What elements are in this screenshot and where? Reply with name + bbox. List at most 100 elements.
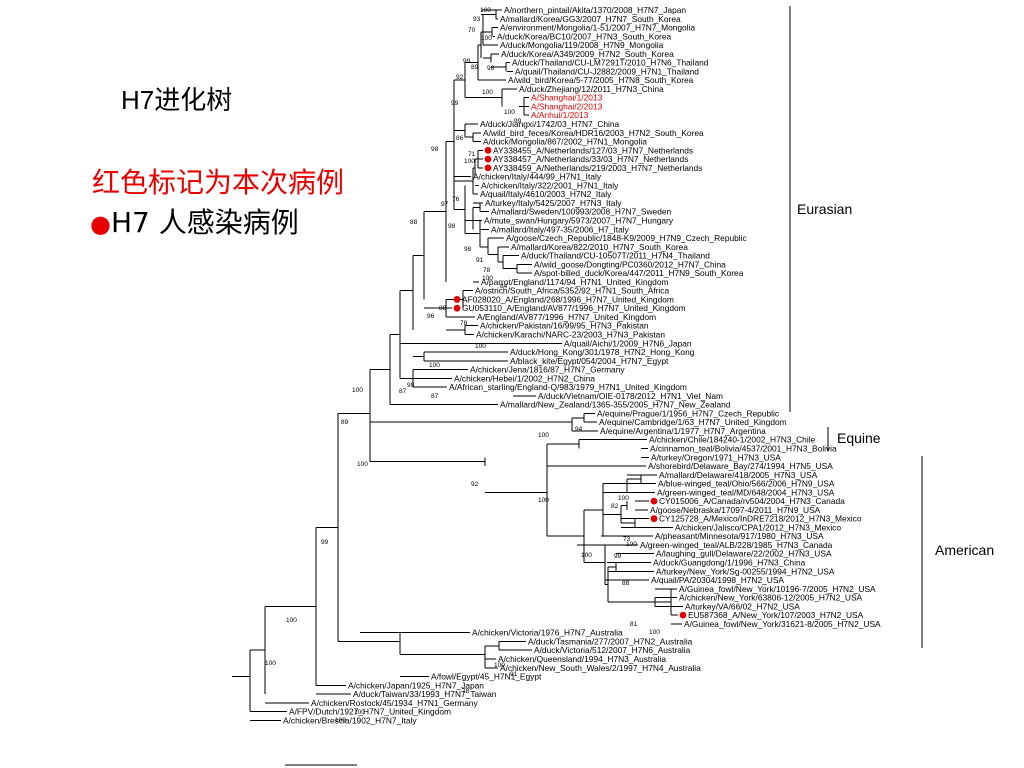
leaf-label: A/Guinea_fowl/New_York/10196-7/2005_H7N2… [679,584,876,594]
leaf-label: A/chicken/Karachi/NARC-23/2003_H7N3_Paki… [476,329,665,339]
leaf-label: A/parrot/England/1174/94_H7N1_United_Kin… [481,277,669,287]
legend-h7-label: H7 人感染病例 [110,206,299,239]
bootstrap-value: 99 [514,118,522,125]
leaf-label: A/cinnamon_teal/Bolivia/4537/2001_H7N3_B… [650,444,837,454]
bootstrap-value: 99 [407,382,415,389]
bootstrap-value: 100 [649,629,660,636]
bootstrap-value: 97 [441,201,449,208]
leaf-label: A/chicken/Queensland/1994_H7N3_Australia [498,654,666,664]
leaf-label: A/equine/Prague/1/1956_H7N7_Czech_Republ… [597,408,779,418]
bootstrap-value: 100 [286,617,297,624]
bootstrap-value: 100 [475,343,486,350]
leaf-label: A/wild_bird/Korea/5-77/2005_H7N8_South_K… [508,75,694,85]
leaf-label: A/northern_pintail/Akita/1370/2008_H7N7_… [504,5,686,15]
bootstrap-value: 91 [476,257,484,264]
bootstrap-value: 81 [630,621,638,628]
leaf-label: A/duck/Taiwan/33/1993_H7N7_Taiwan [353,689,497,699]
leaf-label: AY338457_A/Netherlands/33/03_H7N7_Nether… [493,154,688,164]
leaf-label: A/mallard/Sweden/100993/2008_H7N7_Sweden [491,207,672,217]
leaf-label: A/chicken/Italy/322/2001_H7N1_Italy [481,180,619,190]
leaf-label: A/duck/Jiangxi/1742/03_H7N7_China [480,119,620,129]
bootstrap-value: 93 [473,16,481,23]
bootstrap-value: 87 [431,393,439,400]
bootstrap-value: 100 [480,7,491,14]
clade-label: Equine [837,430,881,446]
leaf-label: A/shorebird/Delaware_Bay/274/1994_H7N5_U… [648,461,833,471]
leaf-label: A/chicken/New_South_Wales/2/1997_H7N4_Au… [500,663,701,673]
bootstrap-value: 99 [321,539,329,546]
legend-red-note: 红色标记为本次病例 [92,166,345,199]
leaf-label: A/environment/Mongolia/1-51/2007_H7N7_Mo… [500,23,695,33]
leaf-label: A/turkey/Oregon/1971_H7N3_USA [651,452,781,462]
leaf-label: A/duck/Tasmania/277/2007_H7N2_Australia [528,636,693,646]
human-case-dot-icon [484,146,492,154]
bootstrap-value: 100 [352,387,363,394]
bootstrap-value: 100 [464,158,475,165]
bootstrap-value: 96 [427,313,435,320]
bootstrap-value: 87 [399,388,407,395]
leaf-label: A/ostrich/South_Africa/5352/92_H7N1_Sout… [475,286,669,296]
leaf-label: A/green-winged_teal/ALB/228/1985_H7N3_Ca… [640,540,833,550]
leaf-label: GU053110_A/England/AV877/1996_H7N7_Unite… [462,303,686,313]
bootstrap-value: 98 [487,65,495,72]
bootstrap-value: 92 [471,481,479,488]
leaf-label: A/mallard/Korea/GG3/2007_H7N7_South_Kore… [500,14,681,24]
bootstrap-value: 100 [538,432,549,439]
bootstrap-value: 100 [481,35,492,42]
leaf-label: A/spot-billed_duck/Korea/447/2011_H7N9_S… [534,268,744,278]
red-dot-icon: ● [90,210,111,238]
human-case-dot-icon [453,296,461,303]
bootstrap-value: 78 [460,320,468,327]
leaf-label: A/chicken/Pakistan/16/99/95_H7N3_Pakista… [480,321,649,331]
bootstrap-value: 100 [265,660,276,667]
leaf-label: A/duck/Korea/BC10/2007_H7N3_South_Korea [497,31,671,41]
leaf-label: A/chicken/Jena/1816/87_H7N7_Germany [470,365,625,375]
leaf-label: A/duck/Mongolia/867/2002_H7N1_Mongolia [483,137,647,147]
bootstrap-value: 100 [357,461,368,468]
bootstrap-value: 70 [468,27,476,34]
bootstrap-value: 98 [431,146,439,153]
human-case-markers [453,146,687,619]
bootstrap-value: 92 [456,74,464,81]
human-case-dot-icon [679,611,687,619]
leaf-label: A/mute_swan/Hungary/5973/2007_H7N7_Hunga… [484,215,674,225]
leaf-label: A/chicken/Japan/1925_H7N7_Japan [348,680,484,690]
leaf-label: A/Guinea_fowl/New_York/31621-8/2005_H7N2… [684,619,881,629]
leaf-label: A/quail/Italy/4610/2003_H7N2_Italy [480,189,612,199]
leaf-label: A/quail/Thailand/CU-J2882/2009_H7N1_Thai… [515,66,699,76]
leaf-label: A/duck/Vietnam/OIE-0178/2012_H7N1_Viet_N… [538,391,723,401]
leaf-label: A/duck/Hong_Kong/301/1978_H7N2_Hong_Kong [510,347,695,357]
clade-label: American [935,542,994,558]
leaf-label: AY338459_A/Netherlands/219/2003_H7N7_Net… [493,163,702,173]
leaf-label: A/blue-winged_teal/Ohio/566/2006_H7N9_US… [658,479,835,489]
leaf-label: A/black_kite/Egypt/054/2004_H7N7_Egypt [510,356,669,366]
bootstrap-value: 86 [456,135,464,142]
leaf-label: A/duck/Thailand/CU-10507T/2011_H7N4_Thai… [521,251,710,261]
leaf-label: A/turkey/Italy/5425/2007_H7N3_Italy [485,198,622,208]
bootstrap-value: 100 [429,362,440,369]
leaf-label: A/duck/Thailand/CU-LM7291T/2010_H7N6_Tha… [512,58,709,68]
leaf-label: AY338455_A/Netherlands/127/03_H7N7_Nethe… [493,145,693,155]
leaf-label: A/quail/Aichi/1/2009_H7N6_Japan [564,338,692,348]
bootstrap-value: 91 [510,671,518,678]
bootstrap-value: 89 [471,64,479,71]
leaf-label: A/chicken/Brescia/1902_H7N7_Italy [283,715,417,725]
leaf-label: A/England/AV877/1996_H7N7_United_Kingdom [477,312,656,322]
leaf-label: A/mallard/Italy/497-35/2006_H7_Italy [491,224,630,234]
bootstrap-value: 78 [462,688,470,695]
bootstrap-value: 98 [448,223,456,230]
leaf-label: A/chicken/Rostock/45/1934_H7N1_Germany [311,698,478,708]
bootstrap-value: 88 [410,219,418,226]
bootstrap-value: 88 [622,580,630,587]
leaf-label: A/African_starling/England-Q/983/1979_H7… [449,382,687,392]
leaf-label: A/chicken/Hebei/1/2002_H7N2_China [454,373,595,383]
bootstrap-value: 99 [451,100,459,107]
leaf-label: A/FPV/Dutch/1927_H7N7_United_Kingdom [289,707,451,717]
bootstrap-value: 82 [611,503,619,510]
bootstrap-value: 88 [439,305,447,312]
leaf-label: A/chicken/New_York/63806-12/2005_H7N2_US… [679,593,863,603]
leaf-label: A/duck/Mongolia/119/2008_H7N9_Mongolia [500,40,664,50]
